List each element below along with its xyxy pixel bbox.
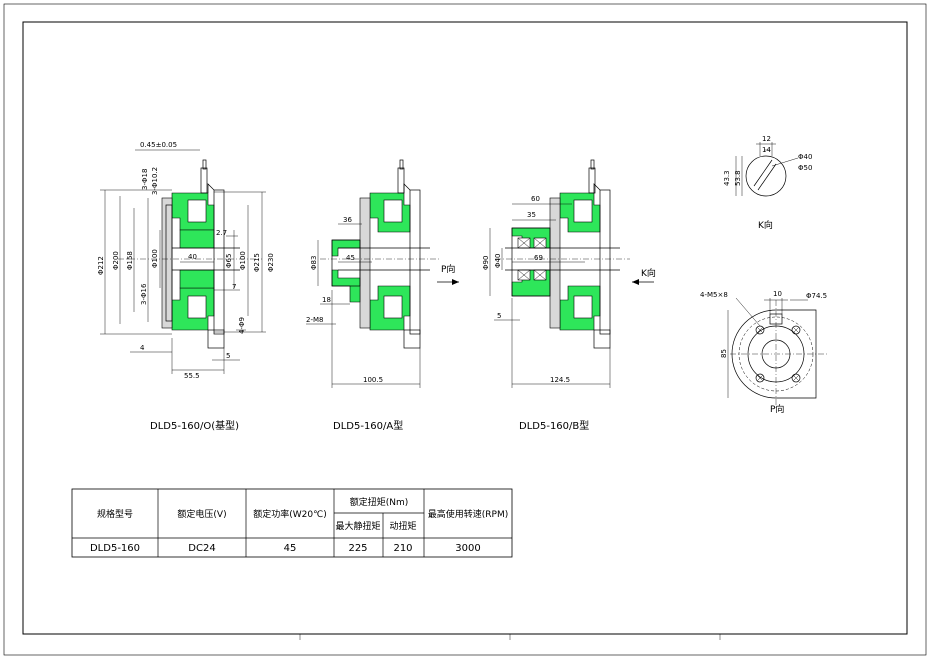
outer-border [3,3,927,656]
type-b-dim: 60 [531,195,540,203]
p-direction-label: P向 [441,263,455,275]
type-b-dim: Φ90 [482,256,490,270]
table-cell-speed: 3000 [455,543,480,554]
base-dim: 4-Φ9 [238,317,246,334]
p-view-dim: 85 [720,349,728,358]
type-b-dim: 69 [534,254,543,262]
base-view-caption: DLD5-160/O(基型) [150,419,239,432]
spec-table: 规格型号 额定电压(V) 额定功率(W20℃) 额定扭矩(Nm) 最大静扭矩 动… [71,488,513,558]
k-view: 12 14 43.3 53.8 Φ40 Φ50 K向 [723,135,812,231]
inner-border [22,21,908,635]
base-dim: Φ200 [112,251,120,270]
k-view-dim: Φ50 [798,164,812,172]
p-view-dim: 10 [773,290,782,298]
base-dim: 3-Φ18 [141,169,149,190]
type-a-dim: Φ83 [310,256,318,270]
base-dim: 55.5 [184,372,200,380]
base-dim: 0.45±0.05 [140,141,177,149]
table-cell-power: 45 [284,543,297,554]
type-a-dim: 100.5 [363,376,383,384]
type-b-dim: 124.5 [550,376,570,384]
base-dim: 7 [232,283,236,291]
base-view: 0.45±0.05 3-Φ18 3-Φ10.2 Φ212 Φ200 Φ158 3… [97,141,275,432]
table-cell-model: DLD5-160 [90,543,140,554]
type-b-dim: 5 [497,312,501,320]
k-view-dim: 53.8 [734,170,742,186]
type-a-view-caption: DLD5-160/A型 [333,419,403,432]
type-a-dim: 45 [346,254,355,262]
type-b-view: 60 35 Φ90 Φ40 69 5 124.5 DLD5-160/B型 [482,159,630,432]
base-dim: Φ158 [126,251,134,270]
k-view-dim: Φ40 [798,153,812,161]
type-a-dim: 18 [322,296,331,304]
border-ticks [299,634,721,640]
p-view-label: P向 [770,403,784,415]
k-view-dim: 14 [762,146,771,154]
base-dim: 4 [140,344,145,352]
type-b-dim: Φ40 [494,254,502,268]
table-header-speed: 最高使用转速(RPM) [428,508,508,520]
type-b-view-caption: DLD5-160/B型 [519,419,589,432]
base-dim: Φ230 [267,253,275,272]
base-dim: 5 [226,352,230,360]
k-direction-label: K向 [641,267,656,279]
p-view: 4-M5×8 10 Φ74.5 85 P向 [700,290,828,415]
base-dim: 40 [188,253,197,261]
k-view-dim: 12 [762,135,771,143]
table-header-power: 额定功率(W20℃) [253,508,326,520]
table-cell-dynamic-torque: 210 [393,543,412,554]
table-header-dynamic-torque: 动扭矩 [389,520,416,532]
base-dim: Φ215 [253,253,261,272]
p-view-dim: 4-M5×8 [700,291,728,299]
table-header-torque-group: 额定扭矩(Nm) [350,496,409,508]
k-view-label: K向 [758,219,773,231]
p-direction-arrow: P向 [437,263,459,285]
base-dim: Φ100 [239,251,247,270]
base-dim: 2.7 [216,229,227,237]
table-header-voltage: 额定电压(V) [177,508,226,520]
type-a-view: 36 Φ83 45 18 2-M8 100.5 DLD5-160/A型 [306,159,440,432]
k-view-dim: 43.3 [723,170,731,186]
table-header-static-torque: 最大静扭矩 [335,520,380,532]
table-cell-static-torque: 225 [348,543,367,554]
type-a-dim: 36 [343,216,352,224]
table-cell-voltage: DC24 [188,543,215,554]
base-dim: 3-Φ10.2 [151,167,159,195]
k-direction-arrow: K向 [632,267,656,285]
base-dim: 3-Φ16 [140,283,148,305]
type-a-dim: 2-M8 [306,316,323,324]
base-dim: Φ212 [97,256,105,275]
base-dim: Φ65 [225,254,233,268]
type-b-dim: 35 [527,211,536,219]
p-view-dim: Φ74.5 [806,292,827,300]
table-header-model: 规格型号 [97,508,133,520]
base-dim: Φ100 [151,249,159,268]
